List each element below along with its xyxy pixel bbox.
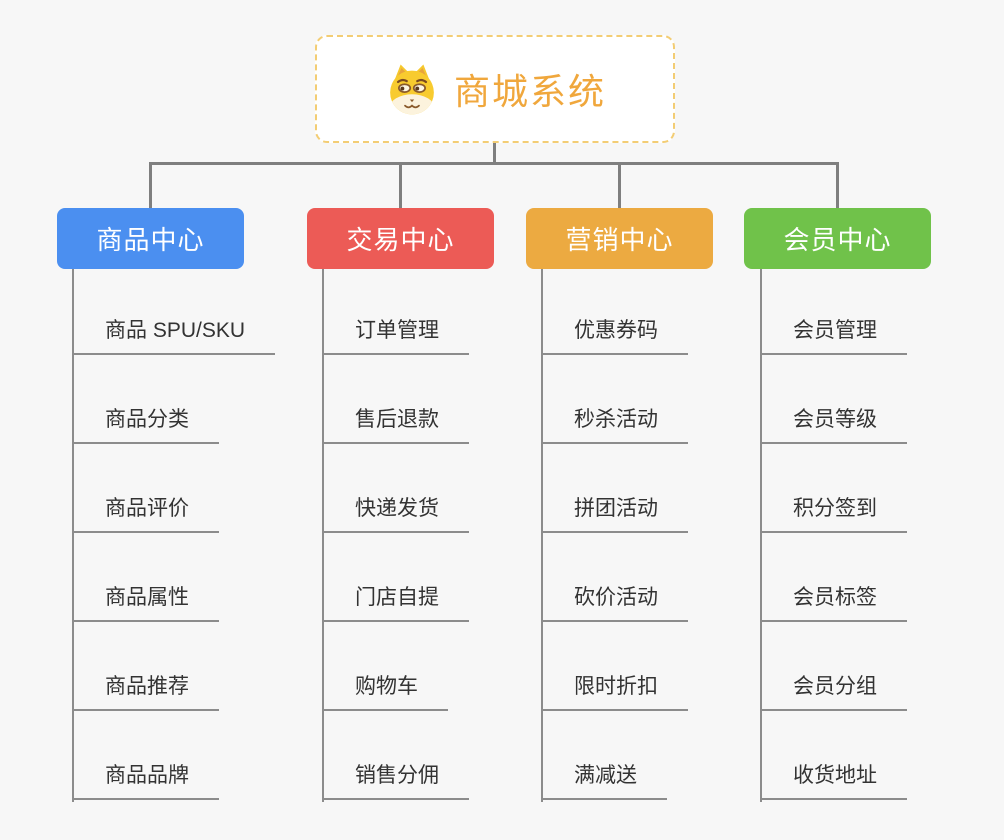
branch-trunk-2 <box>322 269 324 802</box>
node-item[interactable]: 积分签到 <box>760 494 907 533</box>
node-item[interactable]: 商品推荐 <box>72 672 219 711</box>
node-item[interactable]: 商品评价 <box>72 494 219 533</box>
connector-drop-1 <box>149 165 152 208</box>
node-item[interactable]: 满减送 <box>541 761 667 800</box>
node-item[interactable]: 拼团活动 <box>541 494 688 533</box>
dog-face-icon <box>390 64 434 115</box>
branch-trade-center[interactable]: 交易中心 <box>307 208 494 269</box>
connector-drop-4 <box>836 165 839 208</box>
root-title: 商城系统 <box>453 71 606 112</box>
branch-trunk-1 <box>72 269 74 802</box>
node-item[interactable]: 会员标签 <box>760 583 907 622</box>
node-item[interactable]: 砍价活动 <box>541 583 688 622</box>
node-item[interactable]: 收货地址 <box>760 761 907 800</box>
node-item[interactable]: 门店自提 <box>322 583 469 622</box>
connector-drop-3 <box>618 165 621 208</box>
connector-root-stub <box>493 143 496 165</box>
branch-trunk-4 <box>760 269 762 802</box>
node-item[interactable]: 商品分类 <box>72 405 219 444</box>
node-item[interactable]: 秒杀活动 <box>541 405 688 444</box>
node-item[interactable]: 限时折扣 <box>541 672 688 711</box>
node-item[interactable]: 购物车 <box>322 672 448 711</box>
root-node[interactable]: 商城系统 <box>315 35 675 143</box>
node-item[interactable]: 商品属性 <box>72 583 219 622</box>
node-item[interactable]: 订单管理 <box>322 316 469 355</box>
node-item[interactable]: 会员管理 <box>760 316 907 355</box>
branch-trunk-3 <box>541 269 543 802</box>
node-item[interactable]: 售后退款 <box>322 405 469 444</box>
node-item[interactable]: 销售分佣 <box>322 761 469 800</box>
node-item[interactable]: 快递发货 <box>322 494 469 533</box>
node-item[interactable]: 会员等级 <box>760 405 907 444</box>
connector-drop-2 <box>399 165 402 208</box>
node-item[interactable]: 会员分组 <box>760 672 907 711</box>
branch-product-center[interactable]: 商品中心 <box>57 208 244 269</box>
branch-member-center[interactable]: 会员中心 <box>744 208 931 269</box>
branch-marketing-center[interactable]: 营销中心 <box>526 208 713 269</box>
node-item[interactable]: 优惠券码 <box>541 316 688 355</box>
node-item[interactable]: 商品品牌 <box>72 761 219 800</box>
connector-horizontal <box>149 162 839 165</box>
node-item[interactable]: 商品 SPU/SKU <box>72 316 276 355</box>
